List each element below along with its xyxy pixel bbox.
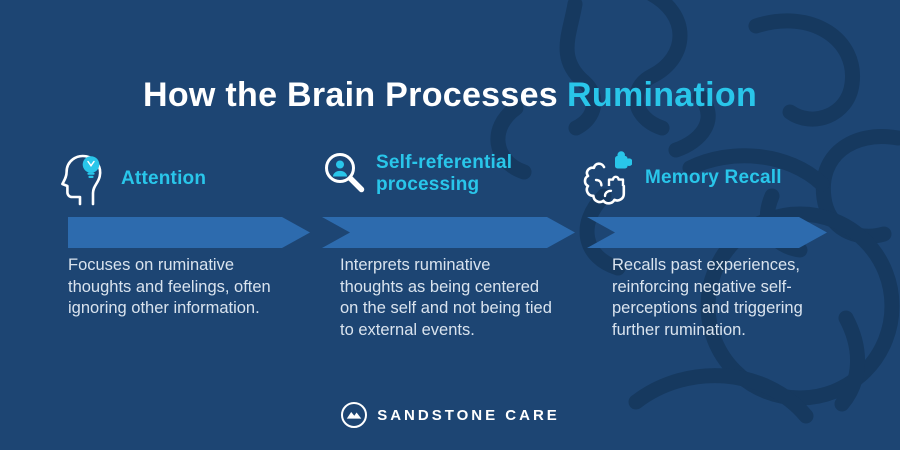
flow-arrow-3: [587, 217, 827, 248]
step-header-memory-recall: Memory Recall: [582, 150, 782, 206]
step-heading: Attention: [121, 168, 207, 189]
step-description-self-referential: Interprets ruminative thoughts as being …: [340, 256, 552, 339]
magnifier-person-icon: [325, 153, 365, 193]
step-heading: Memory Recall: [645, 167, 782, 188]
brand-name: SANDSTONE CARE: [377, 406, 560, 424]
flow-arrow-2: [322, 217, 575, 248]
step-header-attention: Attention: [60, 152, 206, 206]
flow-arrow-1: [68, 217, 310, 248]
step-description-attention: Focuses on ruminative thoughts and feeli…: [68, 256, 271, 317]
title-highlight: Rumination: [567, 76, 758, 114]
step-heading: Self-referential processing: [376, 152, 513, 195]
step-header-self-referential: Self-referential processing: [322, 150, 512, 198]
head-lightbulb-icon: [61, 154, 102, 206]
title-prefix: How the Brain Processes: [142, 76, 559, 114]
step-description-memory-recall: Recalls past experiences, reinforcing ne…: [612, 256, 803, 339]
mountain-logo-icon: [341, 402, 368, 428]
footer-brand: SANDSTONE CARE: [0, 401, 900, 429]
brain-puzzle-icon: [583, 151, 632, 205]
